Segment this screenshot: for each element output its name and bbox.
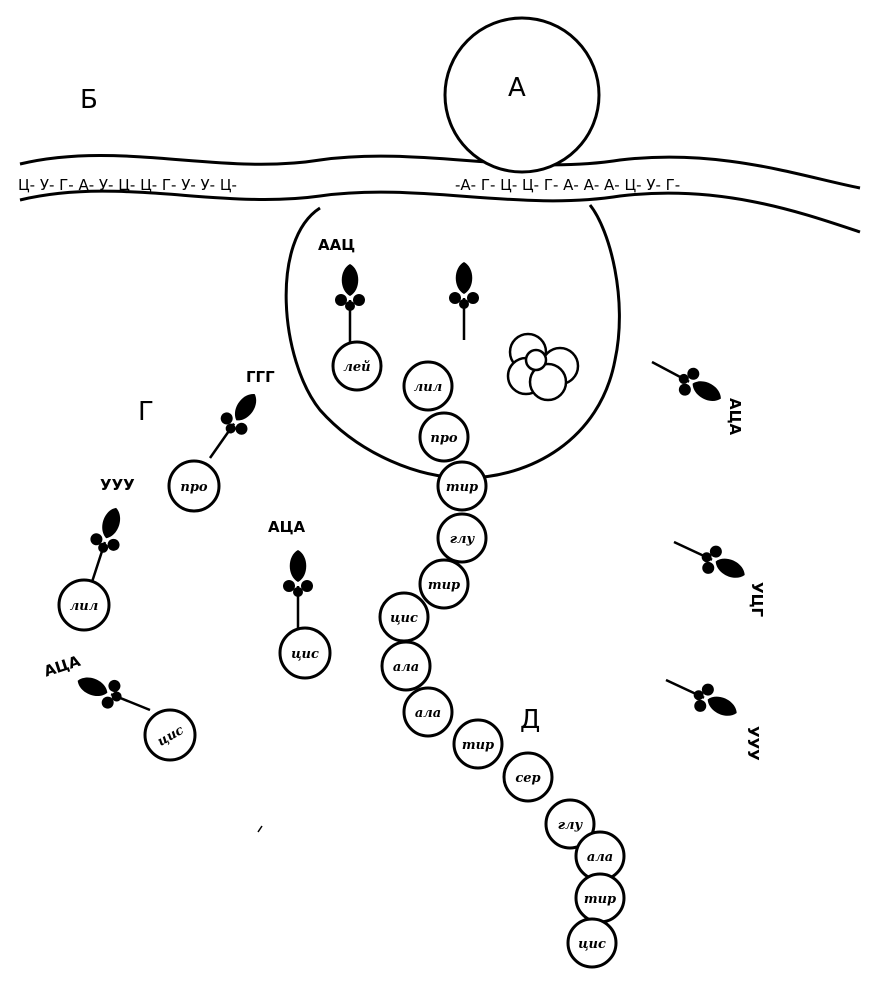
label-mrna: Б (80, 85, 98, 115)
amino-acid-bead (402, 686, 454, 738)
amino-acid-bead (418, 558, 470, 610)
amino-acid-bead (436, 460, 488, 512)
amino-acid-bead (544, 798, 596, 850)
anticodon-right-bottom: УУУ (744, 726, 762, 761)
ribosome-trna-middle (447, 260, 481, 342)
amino-acid-bead-label: глу (558, 818, 584, 833)
free-trna-aca-center: АЦА цис (268, 518, 332, 680)
amino-acid-bead-label: ала (415, 706, 441, 721)
ribosome-small-subunit: А (443, 16, 601, 174)
mrna-strand: Ц- У- Г- А- У- Ц- Ц- Г- У- У- Ц- -А- Г- … (18, 153, 861, 234)
label-polypeptide: Д (520, 705, 540, 735)
free-trna-right-top: АЦА (643, 347, 744, 436)
amino-acid-bead (380, 640, 432, 692)
amino-acid-lil-free: лил (70, 599, 98, 614)
amino-acid-bead-label: ала (393, 660, 419, 675)
anticodon-ggg: ГГГ (246, 368, 275, 386)
amino-acid-bead-label: тир (428, 578, 460, 593)
ribosome-trna-left: ААЦ лей (318, 236, 383, 392)
free-trna-aca-left: АЦА цис (42, 652, 197, 762)
polypeptide-chain: лил про тир глу тир цис ала ала тир сер глу ала тир ц… (378, 360, 626, 969)
anticodon-aca-center: АЦА (268, 518, 306, 536)
amino-acid-bead-label: ала (587, 850, 613, 865)
amino-acid-bead-label: цис (390, 611, 418, 626)
amino-acid-bead (452, 718, 504, 770)
mrna-right-sequence: -А- Г- Ц- Ц- Г- А- А- А- Ц- У- Г- (455, 176, 680, 194)
amino-acid-bead-label: тир (446, 480, 478, 495)
mrna-left-sequence: Ц- У- Г- А- У- Ц- Ц- Г- У- У- Ц- (18, 176, 237, 194)
anticodon-uuu: УУУ (100, 476, 135, 494)
free-trna-right-bottom: УУУ (658, 665, 762, 761)
amino-acid-bead-label: лил (414, 380, 442, 395)
amino-acid-bead (436, 512, 488, 564)
anticodon-right-middle: УЦГ (748, 582, 766, 617)
free-trna-uuu: УУУ лил (57, 476, 135, 632)
ribosome-anticodon-left: ААЦ (318, 236, 355, 254)
amino-acid-bead (566, 917, 618, 969)
amino-acid-bead (502, 751, 554, 803)
amino-acid-bead-label: про (430, 431, 458, 446)
amino-acid-bead (418, 411, 470, 463)
label-free-trna: Г (138, 397, 154, 427)
amino-acid-cis-center: цис (291, 647, 319, 662)
stray-mark (257, 825, 263, 833)
label-ribosome: А (508, 73, 526, 103)
anticodon-right-top: АЦА (726, 398, 744, 436)
anticodon-aca-left: АЦА (42, 652, 83, 681)
ribosome-amino-acid-left: лей (343, 360, 370, 375)
free-trna-right-middle: УЦГ (666, 527, 766, 617)
enzyme-cluster (506, 332, 580, 402)
amino-acid-bead-label: тир (462, 738, 494, 753)
free-trna-ggg: ГГГ про (167, 368, 275, 513)
amino-acid-pro-free: про (180, 480, 208, 495)
amino-acid-bead-label: сер (515, 771, 540, 786)
amino-acid-bead-label: глу (450, 532, 476, 547)
amino-acid-bead-label: цис (578, 937, 606, 952)
amino-acid-bead-label: тир (584, 892, 616, 907)
amino-acid-bead (402, 360, 454, 412)
